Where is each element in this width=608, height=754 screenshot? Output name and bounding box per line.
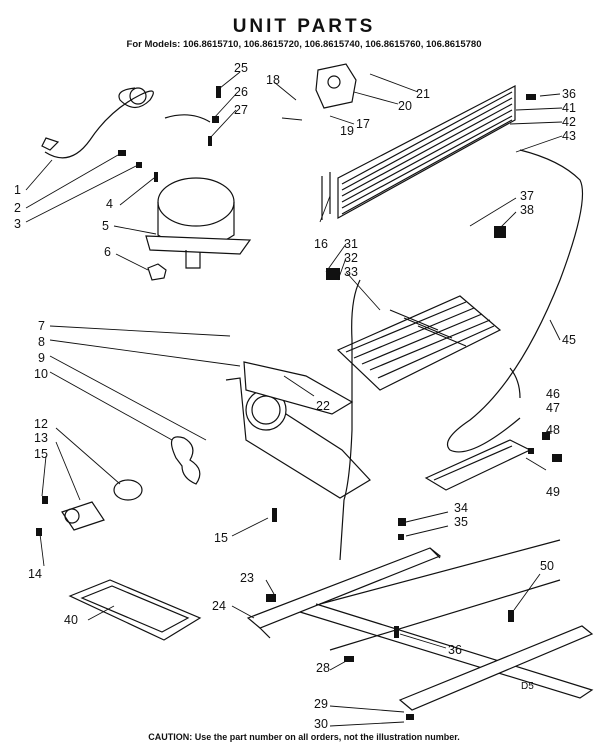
- fan-motor: [61, 479, 143, 531]
- power-cord: [41, 87, 211, 159]
- callout: 13: [34, 431, 48, 445]
- heater-element: [446, 149, 584, 453]
- hardware-fasteners: [36, 86, 562, 720]
- callout: 6: [104, 245, 111, 259]
- callout: 50: [540, 559, 554, 573]
- callout: 31: [344, 237, 358, 251]
- callout: 41: [562, 101, 576, 115]
- callout: 25: [234, 61, 248, 75]
- defrost-drain-pan: [424, 439, 532, 491]
- grommet: [147, 263, 167, 281]
- callout: 1: [14, 183, 21, 197]
- callout: 38: [520, 203, 534, 217]
- control-box: [315, 63, 357, 109]
- callout: 34: [454, 501, 468, 515]
- callout: 35: [454, 515, 468, 529]
- callout: 29: [314, 697, 328, 711]
- drain-tray: [68, 579, 202, 641]
- callout: 19: [340, 124, 354, 138]
- callout: 28: [316, 661, 330, 675]
- compressor: [145, 177, 252, 269]
- fan-shroud: [225, 361, 371, 499]
- callout: 49: [546, 485, 560, 499]
- callout: 42: [562, 115, 576, 129]
- callout: 45: [562, 333, 576, 347]
- mounting-frame: [246, 539, 594, 711]
- drain-tube: [339, 279, 361, 561]
- callout: 12: [34, 417, 48, 431]
- callout: 9: [38, 351, 45, 365]
- callout: 33: [344, 265, 358, 279]
- callout: 10: [34, 367, 48, 381]
- callout: 8: [38, 335, 45, 349]
- callout: 43: [562, 129, 576, 143]
- callout: 16: [314, 237, 328, 251]
- callout: 24: [212, 599, 226, 613]
- callout: 27: [234, 103, 248, 117]
- callout: 3: [14, 217, 21, 231]
- models-line: For Models: 106.8615710, 106.8615720, 10…: [126, 39, 482, 50]
- callout: 36: [562, 87, 576, 101]
- condenser-coil: [321, 85, 516, 220]
- callout: 22: [316, 399, 330, 413]
- callout: 32: [344, 251, 358, 265]
- callout: 23: [240, 571, 254, 585]
- callout: 30: [314, 717, 328, 731]
- callout-leaders: [25, 71, 563, 727]
- callout: 36: [448, 643, 462, 657]
- callout: 46: [546, 387, 560, 401]
- callout: 37: [520, 189, 534, 203]
- callout: 17: [356, 117, 370, 131]
- callout: 4: [106, 197, 113, 211]
- evaporator-coil: [336, 295, 502, 391]
- callout: 48: [546, 423, 560, 437]
- diagram-title: UNIT PARTS: [232, 16, 376, 37]
- callout: 20: [398, 99, 412, 113]
- callout-numbers: 1 2 3 4 5 6 7 8 9 10 12 13 14 15 15 16 1…: [14, 61, 576, 731]
- callout: 26: [234, 85, 248, 99]
- callout: 15: [34, 447, 48, 461]
- callout: 40: [64, 613, 78, 627]
- callout: 7: [38, 319, 45, 333]
- callout: 2: [14, 201, 21, 215]
- callout: 47: [546, 401, 560, 415]
- callout: 18: [266, 73, 280, 87]
- fan-blade: [170, 436, 201, 485]
- callout: 14: [28, 567, 42, 581]
- drawing-code: D5: [521, 681, 534, 692]
- callout: 21: [416, 87, 430, 101]
- caution-note: CAUTION: Use the part number on all orde…: [148, 732, 460, 742]
- callout: 5: [102, 219, 109, 233]
- callout: 15: [214, 531, 228, 545]
